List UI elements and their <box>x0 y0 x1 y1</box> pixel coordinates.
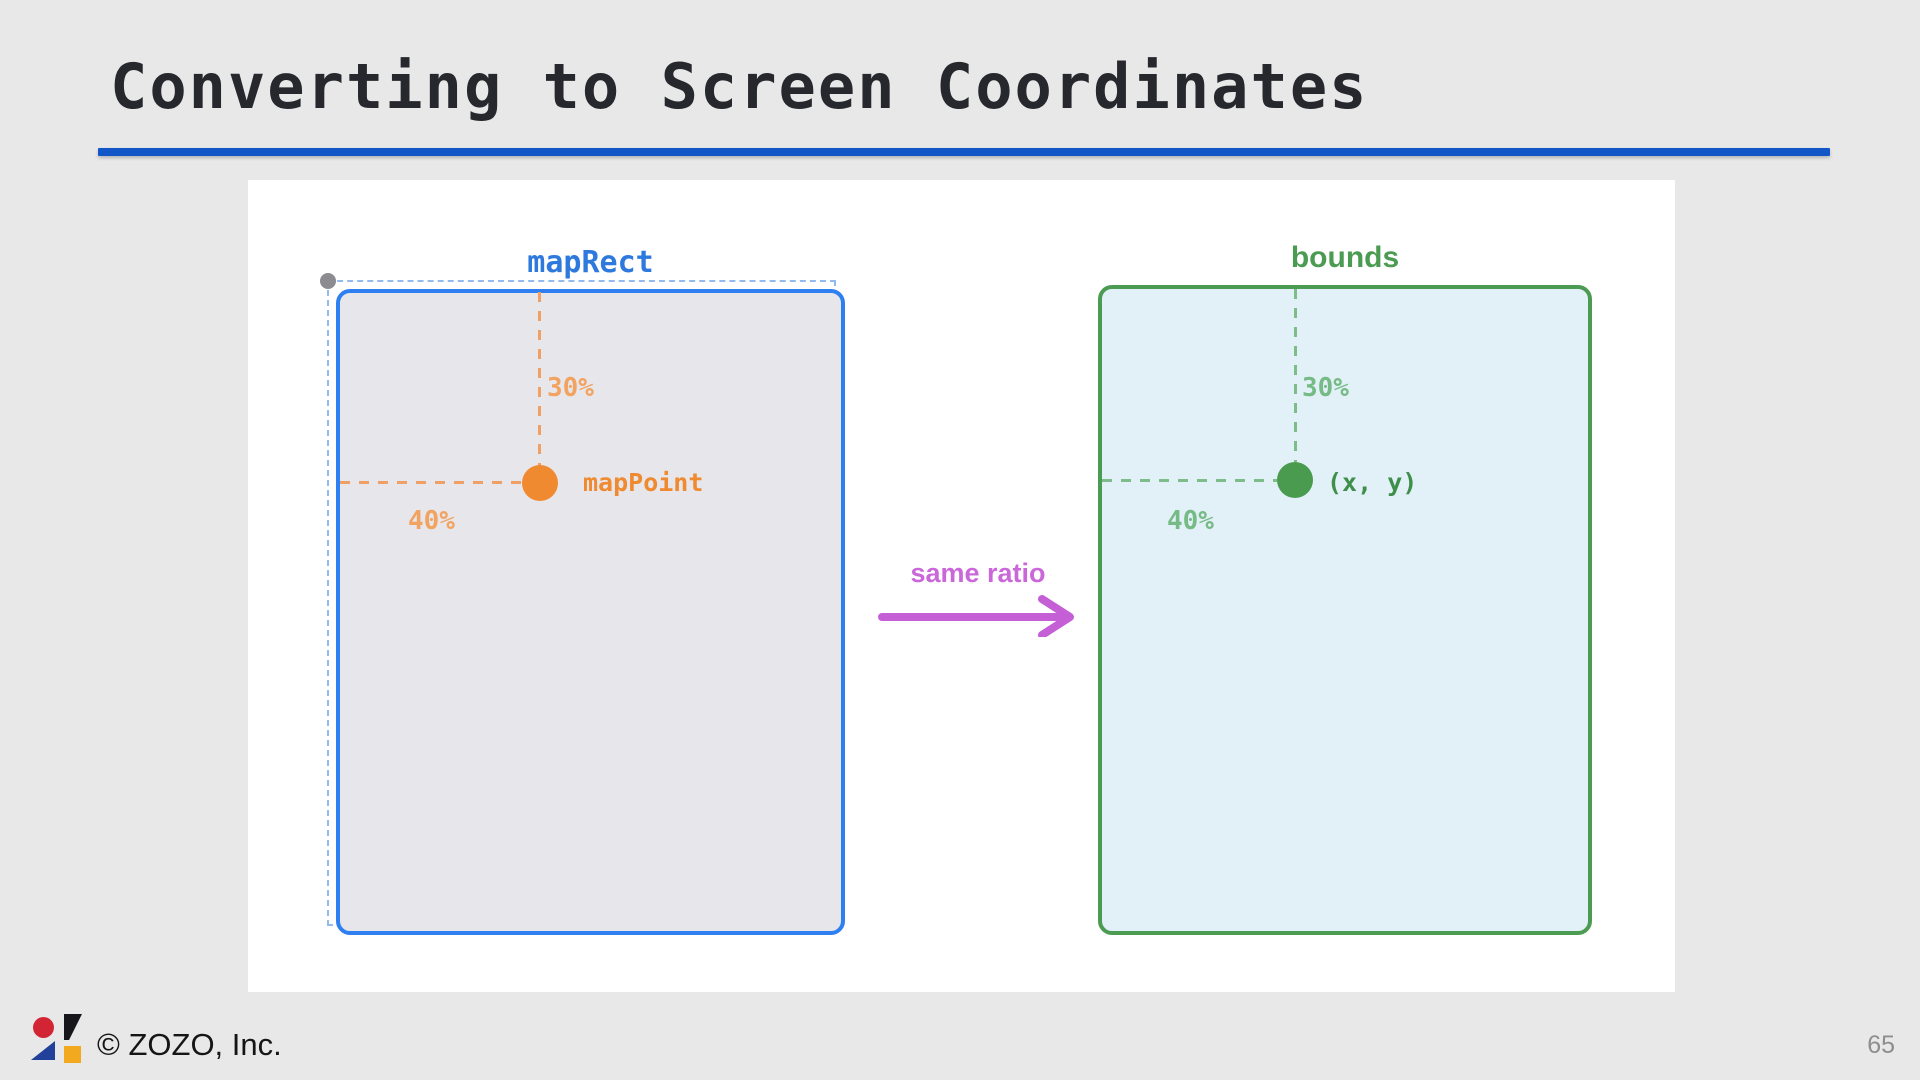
map-rect-title: mapRect <box>527 245 654 280</box>
bounds-horizontal-percent: 40% <box>1167 506 1214 536</box>
logo-orange-square-icon <box>64 1046 81 1063</box>
same-ratio-arrow-group: same ratio <box>876 558 1080 637</box>
map-point-label: mapPoint <box>583 468 704 497</box>
logo-black-wedge-icon <box>64 1014 82 1040</box>
logo-red-circle-icon <box>33 1017 54 1038</box>
map-rect-group: mapRect 30% 40% mapPoint <box>320 245 845 935</box>
slide-title: Converting to Screen Coordinates <box>110 50 1369 123</box>
bounds-rect-group: bounds 30% 40% (x, y) <box>1098 241 1592 935</box>
logo-blue-triangle-icon <box>31 1041 55 1060</box>
bounds-rect <box>1098 285 1592 935</box>
map-rect-vertical-percent: 30% <box>547 373 594 403</box>
bounds-vertical-percent: 30% <box>1302 373 1349 403</box>
bounds-point-dot <box>1277 462 1313 498</box>
map-point-dot <box>522 465 558 501</box>
map-rect-horizontal-percent: 40% <box>408 506 455 536</box>
map-rect-vertical-guide <box>538 292 541 467</box>
map-rect-origin-dot <box>320 273 336 289</box>
map-rect-horizontal-guide <box>340 481 522 484</box>
copyright-text: © ZOZO, Inc. <box>97 1027 282 1062</box>
bounds-horizontal-guide <box>1102 479 1277 482</box>
bounds-vertical-guide <box>1294 289 1297 462</box>
bounds-point-label: (x, y) <box>1327 468 1418 497</box>
title-underline <box>98 148 1830 156</box>
right-arrow-icon <box>878 595 1074 637</box>
bounds-title: bounds <box>1290 241 1400 274</box>
arrow-label: same ratio <box>910 558 1046 588</box>
page-number: 65 <box>1867 1031 1895 1059</box>
zozo-logo <box>30 1013 84 1063</box>
map-rect <box>336 289 845 935</box>
